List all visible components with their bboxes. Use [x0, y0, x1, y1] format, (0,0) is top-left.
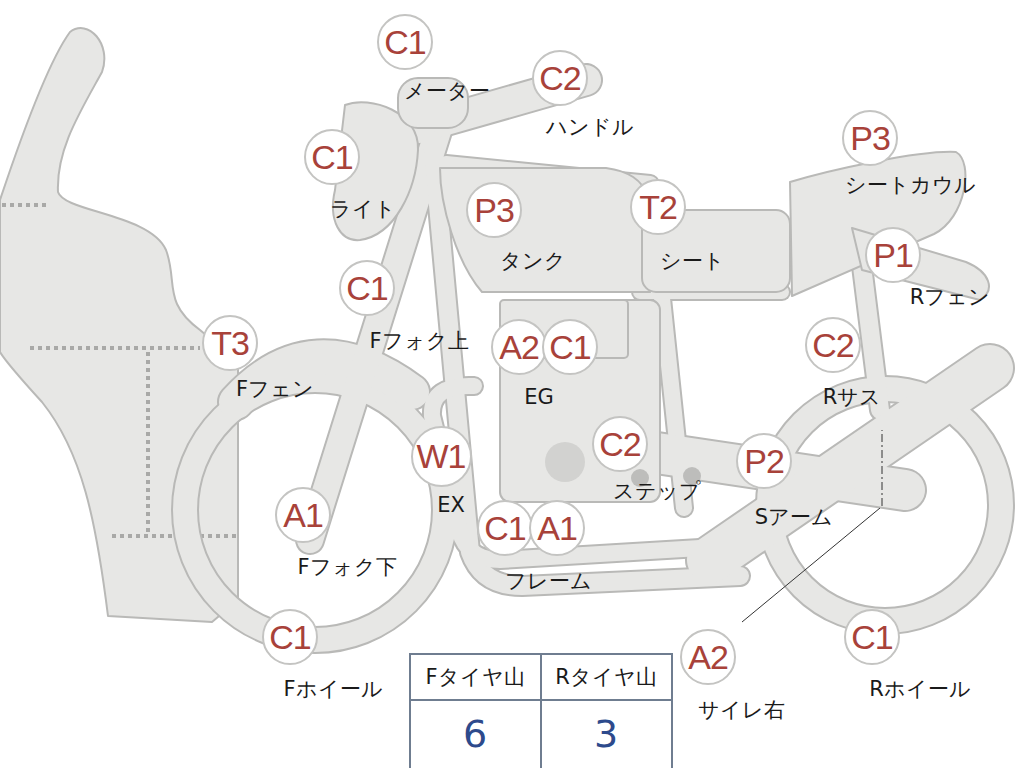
frame-part — [432, 140, 740, 586]
callout-circle: W1 — [411, 426, 472, 487]
callout-code: W1 — [411, 426, 472, 487]
callout-circle: A1 — [275, 487, 331, 543]
part-name: Sアーム — [755, 506, 833, 529]
callout-code: C1 — [377, 14, 433, 70]
callout-circle: C1 — [377, 14, 433, 70]
part-name: Rフェン — [910, 286, 991, 309]
part-name: EX — [437, 494, 465, 517]
callout-circle: C2 — [532, 50, 588, 106]
callout-code: P3 — [842, 110, 898, 166]
part-name: ハンドル — [546, 116, 634, 139]
callout-code: A1 — [275, 487, 331, 543]
callout-code: C1 — [477, 500, 533, 556]
table-cell: Rタイヤ山 — [555, 666, 657, 689]
frame-part — [710, 368, 990, 560]
callout-code: C1 — [844, 609, 900, 665]
callout-code: P2 — [736, 433, 792, 489]
callout-code: T3 — [202, 315, 258, 371]
callout-circle: C1 — [844, 609, 900, 665]
callout-code: C1 — [542, 319, 598, 375]
callout-circle: P2 — [736, 433, 792, 489]
callout-circle: A2 — [680, 629, 736, 685]
tank — [440, 168, 654, 292]
callout-circle: P3 — [466, 182, 522, 238]
part-name: ライト — [330, 198, 396, 221]
callout-circle: C1 — [542, 319, 598, 375]
frame-part — [185, 380, 445, 640]
part-name: タンク — [500, 250, 566, 273]
callout-circle: A1 — [529, 500, 585, 556]
callout-circle: P1 — [865, 227, 921, 283]
callout-code: A2 — [680, 629, 736, 685]
callout-circle: C2 — [592, 416, 648, 472]
frame-part — [185, 380, 445, 640]
callout-code: T2 — [630, 179, 686, 235]
frame-part — [432, 140, 740, 586]
callout-code: A1 — [529, 500, 585, 556]
part-name: EG — [524, 386, 554, 409]
callout-circle: T3 — [202, 315, 258, 371]
callout-circle: C1 — [339, 260, 395, 316]
part-name: Rホイール — [869, 678, 971, 701]
part-name: フレーム — [505, 570, 592, 593]
callout-code: A2 — [491, 319, 547, 375]
frame-part — [710, 368, 990, 560]
callout-code: P3 — [466, 182, 522, 238]
part-name: Rサス — [823, 386, 882, 409]
part-name: Fフォク下 — [297, 556, 396, 579]
part-name: サイレ右 — [698, 699, 785, 722]
callout-code: P1 — [865, 227, 921, 283]
callout-code: C2 — [805, 317, 861, 373]
frame-part — [236, 357, 412, 402]
callout-circle: C1 — [477, 500, 533, 556]
part-name: Fフォク上 — [369, 330, 468, 353]
callout-circle: A2 — [491, 319, 547, 375]
part-name: メーター — [404, 80, 490, 103]
callout-circle: P3 — [842, 110, 898, 166]
part-name: Fホイール — [283, 678, 382, 701]
tire-table — [410, 654, 672, 768]
callout-circle: C2 — [805, 317, 861, 373]
part-name: シート — [660, 250, 725, 273]
part-name: Fフェン — [236, 378, 314, 401]
callout-code: C1 — [262, 609, 318, 665]
callout-code: C1 — [339, 260, 395, 316]
table-cell: 3 — [594, 714, 618, 756]
callout-circle: C1 — [304, 129, 360, 185]
part-name: ステップ — [613, 480, 701, 503]
fairing — [0, 28, 238, 622]
callout-code: C1 — [304, 129, 360, 185]
callout-circle: C1 — [262, 609, 318, 665]
part-name: シートカウル — [845, 174, 976, 197]
callout-code: C2 — [592, 416, 648, 472]
callout-circle: T2 — [630, 179, 686, 235]
table-cell: Fタイヤ山 — [425, 666, 524, 689]
callout-code: C2 — [532, 50, 588, 106]
table-cell: 6 — [463, 714, 487, 756]
